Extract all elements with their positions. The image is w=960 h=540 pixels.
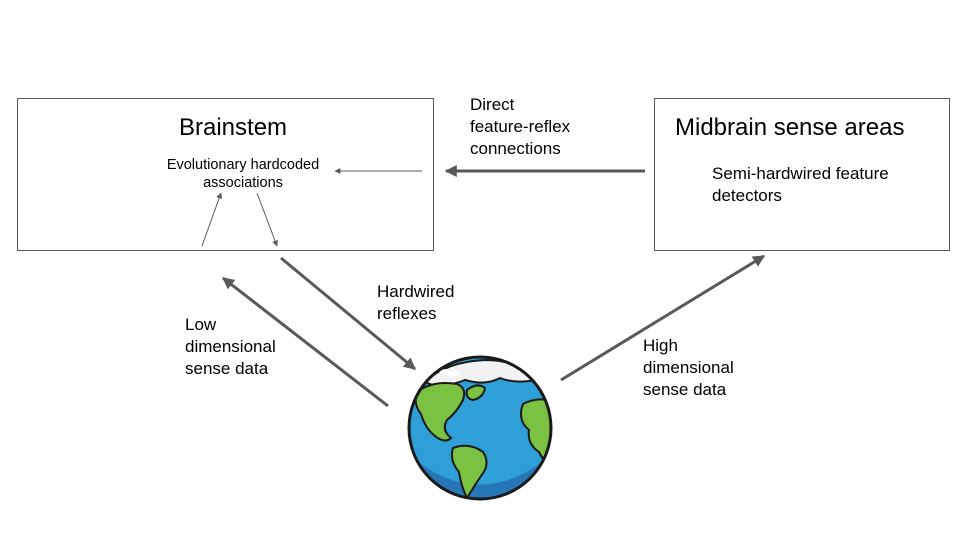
high-dimensional-arrow: [560, 254, 766, 382]
brainstem-title: Brainstem: [179, 114, 288, 141]
label-line: reflexes: [377, 304, 437, 323]
earth-globe-icon: [407, 355, 553, 501]
label-line: Low: [185, 315, 217, 334]
label-line: High: [643, 336, 678, 355]
midbrain-subtitle-line: Semi-hardwired feature: [712, 164, 889, 183]
label-line: dimensional: [643, 358, 734, 377]
internal-up-arrow: [201, 192, 223, 247]
label-line: sense data: [643, 380, 727, 399]
label-line: sense data: [185, 359, 269, 378]
label-line: Hardwired: [377, 282, 455, 301]
label-line: dimensional: [185, 337, 276, 356]
brainstem-subtitle-line: Evolutionary hardcoded: [166, 157, 320, 173]
midbrain-subtitle: Semi-hardwired feature detectors: [712, 163, 932, 207]
high-dimensional-label: High dimensional sense data: [643, 335, 734, 401]
direct-connections-label: Direct feature-reflex connections: [470, 94, 570, 160]
midbrain-subtitle-line: detectors: [712, 186, 782, 205]
label-line: feature-reflex: [470, 117, 571, 136]
midbrain-title: Midbrain sense areas: [675, 114, 905, 141]
low-dimensional-arrow: [222, 276, 389, 408]
brainstem-subtitle: Evolutionary hardcoded associations: [143, 156, 343, 192]
internal-down-arrow: [256, 192, 278, 247]
low-dimensional-label: Low dimensional sense data: [185, 314, 276, 380]
label-line: connections: [470, 139, 561, 158]
brainstem-subtitle-line: associations: [203, 175, 283, 191]
hardwired-reflexes-label: Hardwired reflexes: [377, 281, 454, 325]
brainstem-box: Brainstem Evolutionary hardcoded associa…: [17, 98, 434, 251]
label-line: Direct: [470, 95, 515, 114]
midbrain-box: Midbrain sense areas Semi-hardwired feat…: [654, 98, 950, 251]
hardwired-reflexes-arrow: [280, 256, 416, 371]
